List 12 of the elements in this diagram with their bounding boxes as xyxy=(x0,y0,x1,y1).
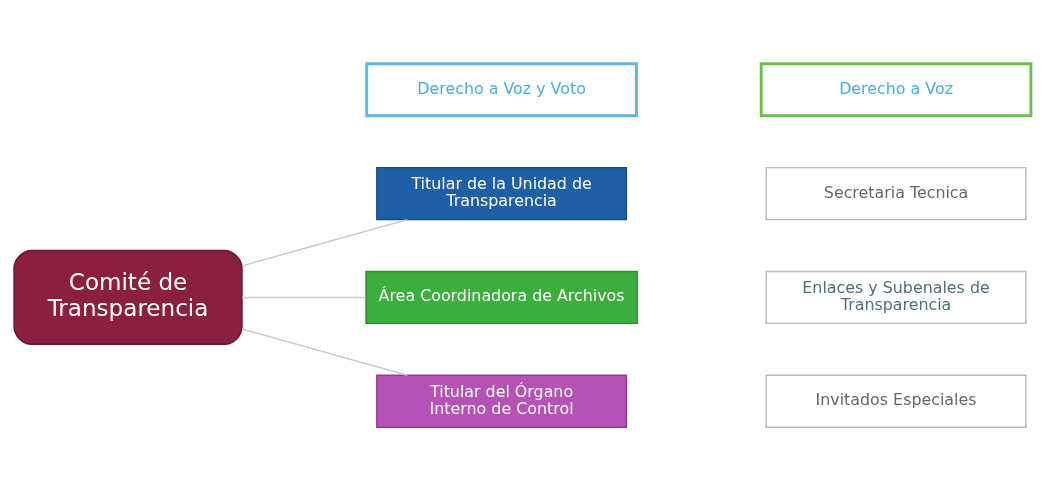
node-box: Invitados Especiales xyxy=(765,374,1027,428)
connector xyxy=(241,296,367,299)
node-box: Titular del Órgano Interno de Control xyxy=(376,374,628,428)
node-box: Titular de la Unidad de Transparencia xyxy=(376,166,628,221)
connector xyxy=(241,218,408,267)
node-box: Derecho a Voz y Voto xyxy=(365,62,638,118)
node-box: Enlaces y Subenales de Transparencia xyxy=(765,270,1027,325)
node-box: Derecho a Voz xyxy=(759,62,1033,118)
node-box: Secretaria Tecnica xyxy=(765,166,1027,221)
node-box: Área Coordinadora de Archivos xyxy=(365,270,638,325)
connector xyxy=(241,328,408,376)
node-box: Comité de Transparencia xyxy=(13,249,243,346)
